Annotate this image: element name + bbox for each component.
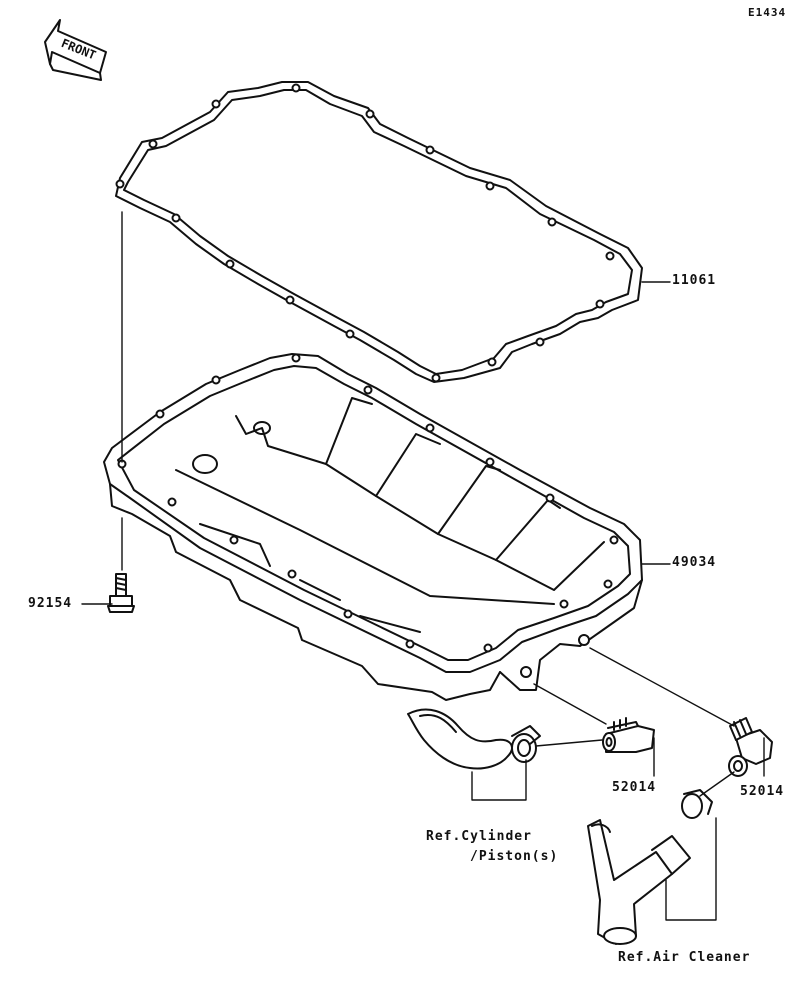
part-number-label: 11061	[672, 273, 717, 288]
diagram-id: E1434	[748, 6, 787, 19]
fitting-52014-left	[602, 717, 655, 753]
part-number-label: 49034	[672, 555, 717, 570]
clamp-right	[681, 789, 713, 819]
clamp-left	[511, 725, 541, 763]
ref-air-cleaner-label: Ref.Air Cleaner	[618, 950, 751, 965]
fitting-52014-right	[728, 717, 773, 777]
bolt-92154	[107, 573, 135, 613]
tube-air-cleaner-ref	[587, 819, 691, 945]
ref-cylinder-label: Ref.Cylinder	[426, 829, 532, 844]
front-arrow-icon: FRONT	[44, 19, 107, 81]
part-number-label: 52014	[740, 784, 785, 799]
part-number-label: 52014	[612, 780, 657, 795]
leader-lines	[81, 211, 765, 921]
gasket-11061	[115, 81, 643, 383]
oil-pan-49034	[103, 353, 643, 701]
hose-cylinder-ref	[407, 708, 513, 770]
ref-piston-label: /Piston(s)	[470, 849, 559, 864]
part-number-label: 92154	[28, 596, 73, 611]
